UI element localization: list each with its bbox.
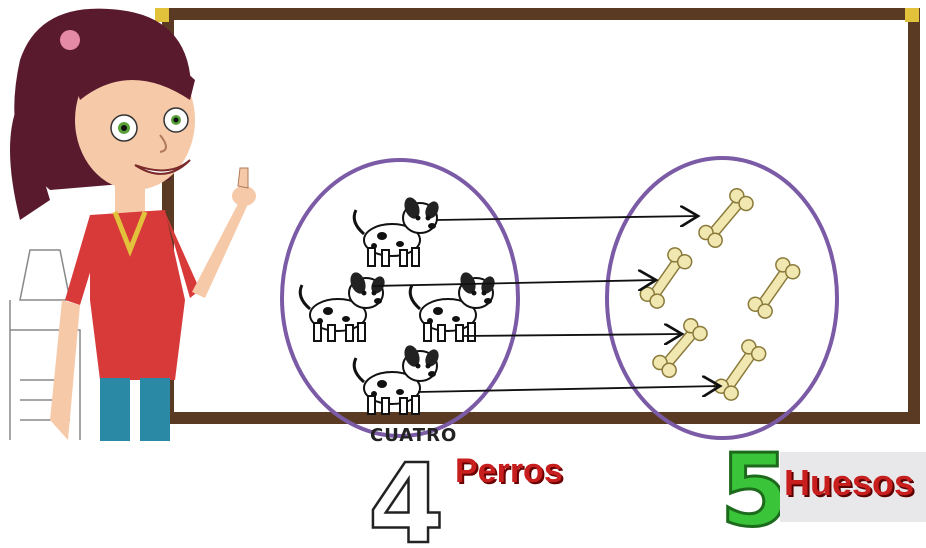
arrow-icon bbox=[371, 280, 656, 286]
label-perros: Perros bbox=[455, 452, 563, 490]
arrow-icon bbox=[417, 386, 720, 392]
arrow-icon bbox=[461, 334, 682, 336]
teacher-illustration bbox=[10, 8, 256, 442]
label-huesos: Huesos bbox=[784, 462, 915, 503]
bones-set-circle bbox=[605, 156, 839, 440]
word-cuatro: CUATRO bbox=[370, 425, 458, 446]
huesos-label-background bbox=[780, 452, 926, 522]
number-four: 4 bbox=[368, 440, 445, 548]
whiteboard bbox=[162, 8, 920, 424]
arrow-icon bbox=[435, 216, 698, 220]
number-five: 5 bbox=[720, 432, 790, 548]
dogs-set-circle bbox=[280, 158, 520, 438]
